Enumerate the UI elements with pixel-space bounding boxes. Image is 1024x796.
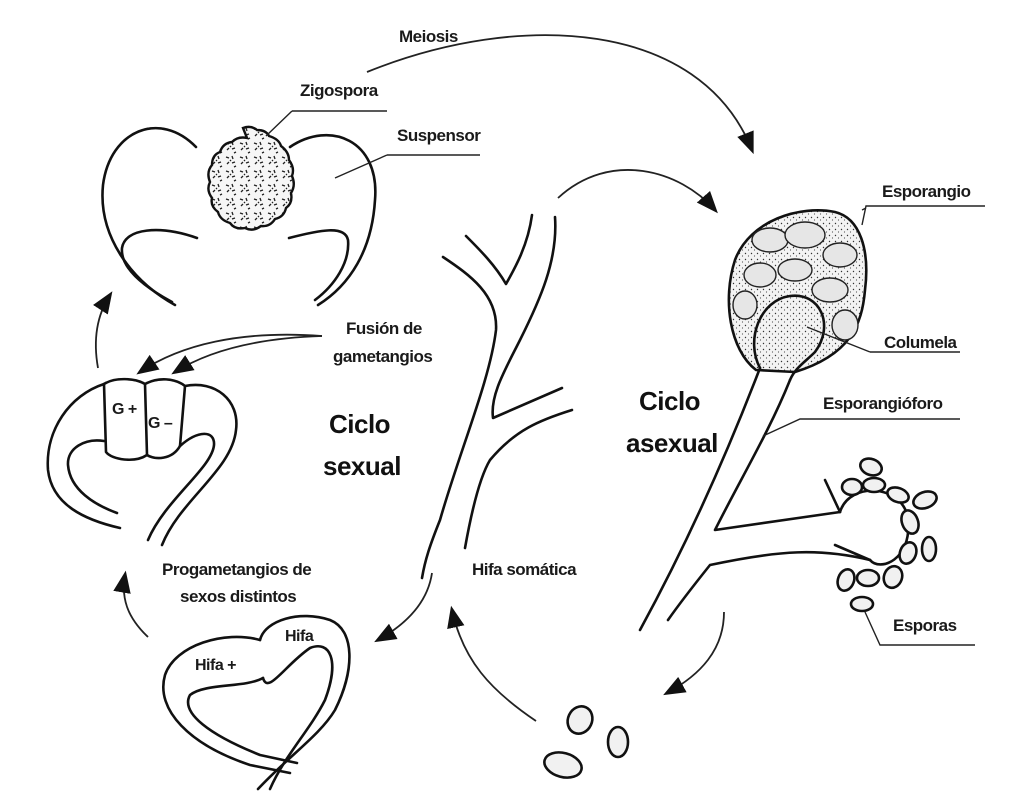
label-fusion-line1: Fusión de [346,319,422,338]
loose-spores [543,705,630,779]
hypha-to-progametangia-arrow [374,572,433,643]
hypha-to-sporangium-arrow [557,169,718,214]
sexual-cycle-title-line1: Ciclo [329,409,390,439]
asexual-cycle-title-line2: asexual [626,428,718,458]
label-g-plus: G + [112,401,137,418]
label-suspensor: Suspensor [397,126,481,145]
released-spores-cluster [836,457,938,613]
gametangium-plus [102,377,149,461]
somatic-hypha [420,213,574,580]
sporangiophore [638,366,762,632]
label-esporas: Esporas [893,616,957,635]
sporangiophore-to-spores-arrow [663,611,725,696]
label-hifa-minus: Hifa [285,628,314,645]
label-fusion-line2: gametangios [333,347,432,366]
sexual-cycle-title-line2: sexual [323,451,401,481]
fusion-arrow-2 [171,335,323,375]
label-hifa-plus: Hifa + [195,657,236,674]
progametangia-to-gametangia-arrow [113,570,149,638]
label-hifa-somatica: Hifa somática [472,560,577,579]
gametangia-to-zygospore-arrow [93,291,113,369]
zygospore-structure [101,110,480,307]
hypha-minus-lobe [256,614,351,791]
progametangia-structure [162,614,351,791]
gametangium-minus [143,378,187,460]
label-zigospora: Zigospora [300,81,379,100]
spores-to-hypha-arrow [447,605,537,722]
label-progametangios-line1: Progametangios de [162,560,311,579]
suspensor-right [288,133,377,307]
asexual-cycle-title-line1: Ciclo [639,386,700,416]
label-progametangios-line2: sexos distintos [180,587,296,606]
gametangia-structure [46,377,238,547]
label-meiosis: Meiosis [399,27,458,46]
label-esporangio: Esporangio [882,182,971,201]
columella [752,294,826,382]
suspensor-left [101,127,198,307]
cycle-arrows [93,34,754,722]
label-g-minus: G – [148,415,173,432]
label-esporangioforo: Esporangióforo [823,394,943,413]
zygospore [207,125,295,231]
sporangium-structure [638,205,985,646]
fusion-arrow-1 [136,333,323,375]
sporangium-spore-cells [732,221,859,341]
meiosis-arrow [366,34,754,155]
label-columela: Columela [884,333,958,352]
labels: Meiosis Zigospora Suspensor Fusión de ga… [112,27,971,674]
